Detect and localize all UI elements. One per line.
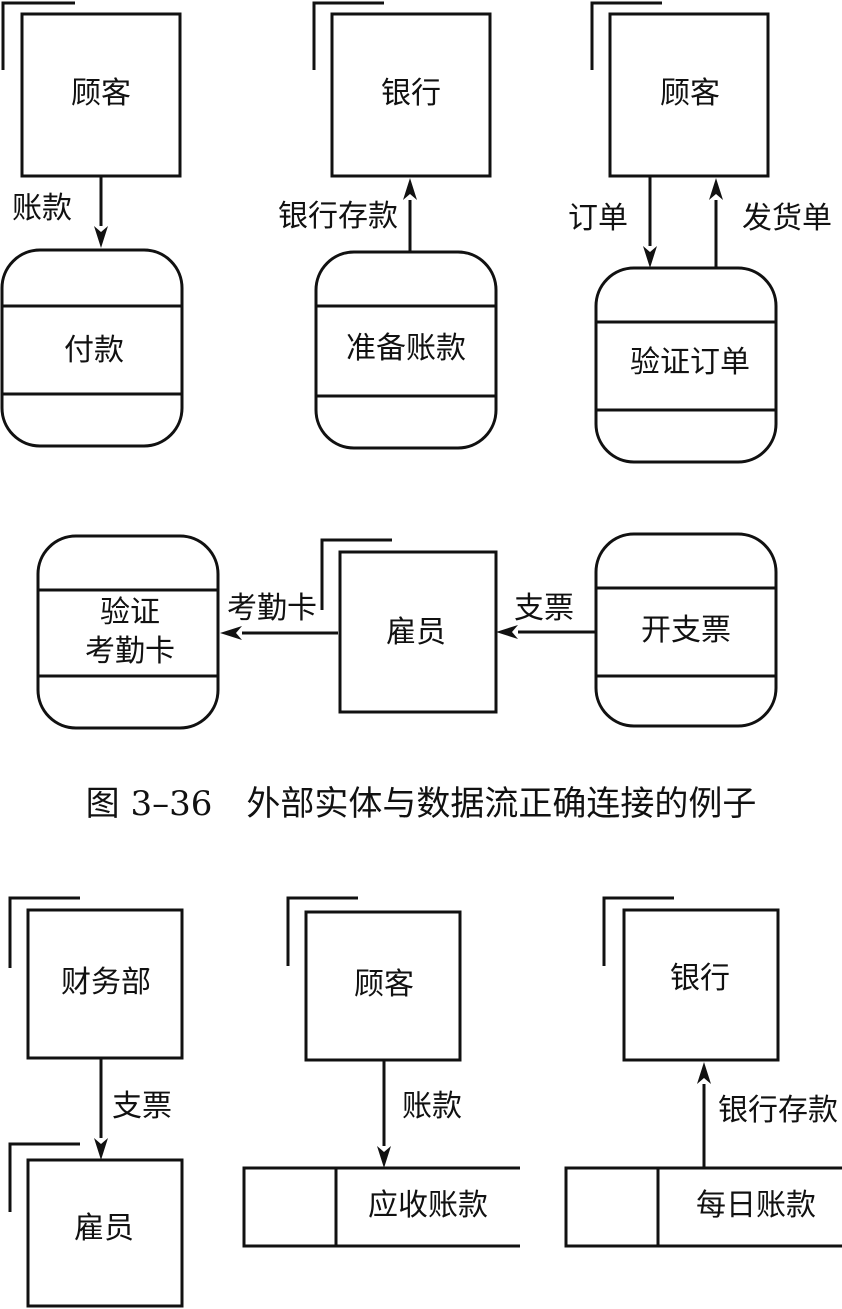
data-flow-check-2: 支票 <box>94 1058 172 1160</box>
external-entity-employee-2: 雇员 <box>8 1142 184 1308</box>
entity-label: 银行 <box>670 961 730 996</box>
fig1-panel2: 银行 银行存款 准备账款 <box>278 1 498 450</box>
data-flow-order: 订单 <box>568 176 657 268</box>
fig1-panel4: 验证 考勤卡 考勤卡 雇员 支票 开支票 <box>36 532 778 730</box>
flow-label: 支票 <box>514 591 574 626</box>
entity-label: 银行 <box>381 76 441 111</box>
data-flow-bank-deposit: 银行存款 <box>278 178 417 252</box>
fig2-panel3: 银行 银行存款 每日账款 <box>564 896 842 1248</box>
data-store-daily-payments: 每日账款 <box>564 1166 842 1248</box>
process-label-line2: 考勤卡 <box>85 634 175 669</box>
figure-caption: 图 3–36 外部实体与数据流正确连接的例子 <box>86 784 757 824</box>
flow-label: 订单 <box>568 201 628 236</box>
flow-label: 账款 <box>12 191 72 226</box>
flow-label: 发货单 <box>742 201 832 236</box>
data-flow-payment-2: 账款 <box>377 1060 462 1168</box>
store-label: 应收账款 <box>368 1188 488 1223</box>
fig1-panel3: 顾客 订单 发货单 验证订单 <box>568 1 832 464</box>
entity-label: 雇员 <box>386 615 446 650</box>
external-entity-employee-1: 雇员 <box>320 538 498 714</box>
entity-label: 顾客 <box>71 76 131 111</box>
flow-label: 账款 <box>402 1089 462 1124</box>
data-flow-check: 支票 <box>496 591 596 639</box>
flow-label: 支票 <box>112 1089 172 1124</box>
external-entity-bank-1: 银行 <box>312 1 492 178</box>
process-issue-check: 开支票 <box>594 532 778 728</box>
external-entity-customer-3: 顾客 <box>286 896 462 1062</box>
flow-label: 考勤卡 <box>227 591 317 626</box>
entity-label: 顾客 <box>660 76 720 111</box>
external-entity-customer-1: 顾客 <box>1 1 182 178</box>
process-verify-order: 验证订单 <box>594 266 778 464</box>
external-entity-finance: 财务部 <box>8 896 184 1060</box>
entity-label: 财务部 <box>61 965 151 1000</box>
flow-label: 银行存款 <box>718 1093 838 1128</box>
process-payment: 付款 <box>0 248 184 448</box>
fig2-panel1: 财务部 支票 雇员 <box>8 896 184 1308</box>
process-label: 开支票 <box>641 613 731 648</box>
data-store-receivables: 应收账款 <box>242 1166 520 1248</box>
process-verify-timecard: 验证 考勤卡 <box>36 534 220 730</box>
external-entity-bank-2: 银行 <box>602 896 780 1062</box>
data-flow-payment: 账款 <box>12 176 108 248</box>
data-flow-delivery-note: 发货单 <box>709 178 832 268</box>
data-flow-bank-deposit-2: 银行存款 <box>697 1062 838 1168</box>
fig2-panel2: 顾客 账款 应收账款 <box>242 896 520 1248</box>
process-prepare-payment: 准备账款 <box>314 250 498 450</box>
fig1-panel1: 顾客 账款 付款 <box>0 1 184 448</box>
entity-label: 顾客 <box>354 967 414 1002</box>
process-label-line1: 验证 <box>100 595 160 630</box>
flow-label: 银行存款 <box>278 199 398 234</box>
data-flow-timecard: 考勤卡 <box>220 591 338 640</box>
entity-label: 雇员 <box>74 1211 134 1246</box>
process-label: 验证订单 <box>630 345 750 380</box>
process-label: 准备账款 <box>346 331 466 366</box>
process-label: 付款 <box>64 333 124 368</box>
external-entity-customer-2: 顾客 <box>590 1 770 178</box>
store-label: 每日账款 <box>696 1188 816 1223</box>
